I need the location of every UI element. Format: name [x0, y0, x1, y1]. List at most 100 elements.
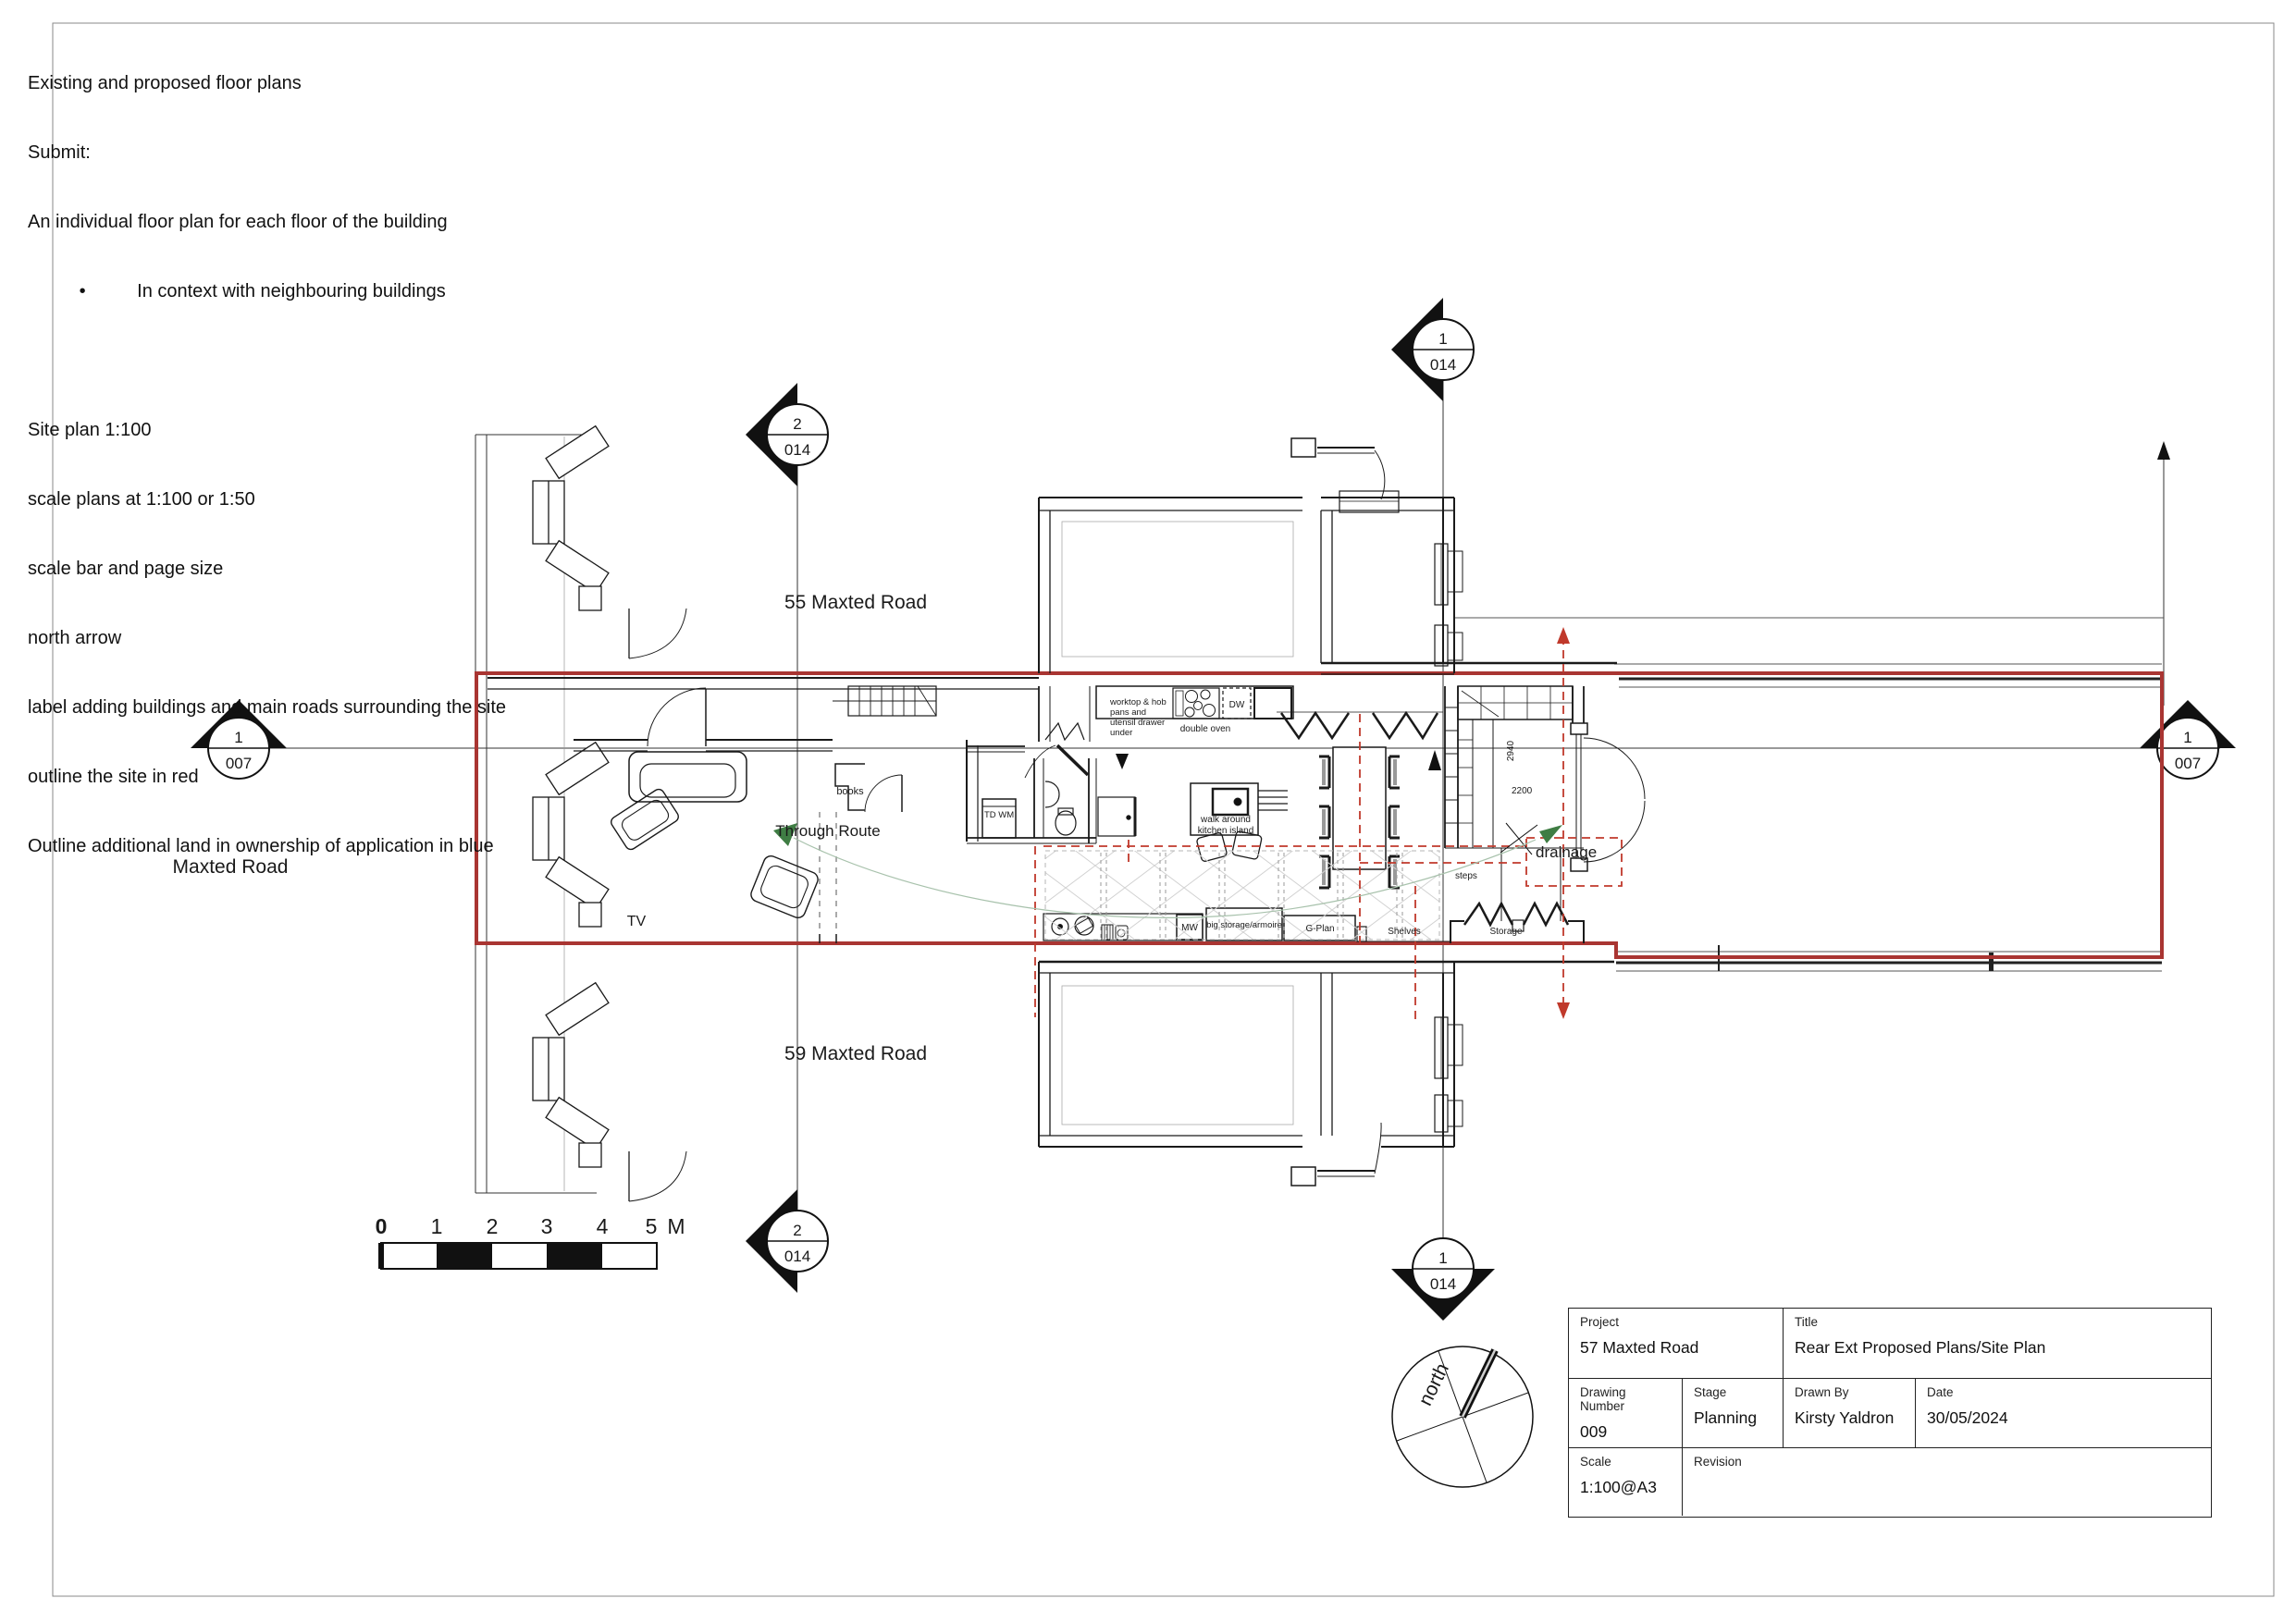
- worktop-label-2: pans and: [1110, 707, 1146, 718]
- title-block: Project 57 Maxted Road Title Rear Ext Pr…: [1568, 1308, 2212, 1518]
- marker-num: 1: [234, 729, 242, 746]
- north-boundary-arrow-icon: [2157, 441, 2170, 460]
- drawing-number-value: 009: [1580, 1422, 1608, 1441]
- scale-unit: M: [667, 1214, 685, 1238]
- drawn-by-label: Drawn By: [1795, 1385, 1849, 1399]
- wc-utility: [966, 740, 1137, 844]
- note-line: scale bar and page size: [28, 559, 224, 579]
- marker-num: 1: [2183, 729, 2191, 746]
- marker-num: 1: [1438, 1249, 1447, 1267]
- scale-tick-0: 0: [376, 1214, 388, 1238]
- kitchen-island: [1190, 782, 1288, 862]
- marker-sheet: 014: [784, 441, 810, 459]
- marker-sheet: 014: [1430, 356, 1456, 374]
- td-wm-label: TD WM: [984, 810, 1014, 820]
- title-block-drawing-number-cell: Drawing Number 009: [1569, 1379, 1683, 1447]
- title-value: Rear Ext Proposed Plans/Site Plan: [1795, 1338, 2046, 1357]
- scale-tick-1: 1: [431, 1214, 443, 1238]
- section-marker-bottom-1014: 1 014: [1391, 1237, 1495, 1321]
- scale-bar: 0 1 2 3 4 5 M: [376, 1214, 685, 1270]
- worktop-label-1: worktop & hob: [1109, 697, 1167, 707]
- house-59-label: 59 Maxted Road: [784, 1043, 927, 1064]
- scale-tick-5: 5: [646, 1214, 658, 1238]
- dw-label: DW: [1229, 700, 1245, 710]
- drainage-cross-mark: [1500, 822, 1538, 855]
- date-value: 30/05/2024: [1927, 1408, 2008, 1427]
- note-line: scale plans at 1:100 or 1:50: [28, 489, 255, 510]
- island-label-1: walk around: [1200, 815, 1251, 825]
- section-marker-bottom-2014: 2 014: [746, 1189, 829, 1293]
- scale-tick-4: 4: [597, 1214, 609, 1238]
- big-storage-label: big storage/armoire: [1206, 920, 1282, 930]
- shelves-label: Shelves: [1388, 927, 1421, 937]
- tv-label: TV: [627, 914, 647, 929]
- books-label: books: [836, 786, 864, 797]
- section-marker-top-1014: 1 014: [1391, 298, 1475, 401]
- drainage-arrow-up-icon: [1557, 627, 1570, 644]
- marker-num: 2: [793, 1222, 801, 1239]
- building-59: [1038, 960, 1614, 1187]
- drawing-number-label: Drawing Number: [1580, 1385, 1626, 1413]
- drawn-by-value: Kirsty Yaldron: [1795, 1408, 1895, 1427]
- title-block-drawn-by-cell: Drawn By Kirsty Yaldron: [1784, 1379, 1916, 1447]
- scale-tick-2: 2: [487, 1214, 499, 1238]
- title-block-scale-cell: Scale 1:100@A3: [1569, 1448, 1683, 1516]
- terrace-bay-windows: [532, 424, 687, 1202]
- section-marker-right-007: 1 007: [2140, 700, 2236, 780]
- note-line: An individual floor plan for each floor …: [28, 212, 448, 232]
- date-label: Date: [1927, 1385, 1954, 1399]
- rear-extension: [1444, 685, 1646, 921]
- north-label: north: [1414, 1360, 1453, 1409]
- marker-sheet: 014: [1430, 1275, 1456, 1293]
- title-block-title-cell: Title Rear Ext Proposed Plans/Site Plan: [1784, 1309, 2211, 1378]
- title-block-project-cell: Project 57 Maxted Road: [1569, 1309, 1784, 1378]
- double-oven-label: double oven: [1180, 724, 1231, 734]
- worktop-label-3: utensil drawer: [1110, 718, 1165, 728]
- title-block-revision-cell: Revision: [1683, 1448, 2211, 1516]
- scale-label: Scale: [1580, 1455, 1611, 1469]
- project-label: Project: [1580, 1315, 1620, 1329]
- mw-label: MW: [1181, 923, 1198, 933]
- road-label: Maxted Road: [173, 856, 289, 878]
- through-route-label: Through Route: [775, 822, 880, 840]
- worktop-label-4: under: [1110, 728, 1132, 738]
- steps-label: steps: [1455, 871, 1477, 881]
- note-line: [28, 350, 506, 373]
- project-value: 57 Maxted Road: [1580, 1338, 1699, 1357]
- marker-sheet: 007: [226, 755, 252, 772]
- note-line: north arrow: [28, 628, 122, 648]
- roof-glazing-hatch: [1044, 850, 1440, 941]
- through-route: [773, 823, 1562, 918]
- route-arrow-icon: [773, 823, 797, 846]
- house-55-label: 55 Maxted Road: [784, 592, 927, 613]
- title-block-stage-cell: Stage Planning: [1683, 1379, 1784, 1447]
- scale-value: 1:100@A3: [1580, 1478, 1657, 1496]
- title-block-date-cell: Date 30/05/2024: [1916, 1379, 2211, 1447]
- section-lines: [208, 381, 2220, 1238]
- door-direction-arrow-icon: [1116, 754, 1129, 769]
- drainage-label: drainage: [1536, 843, 1597, 861]
- marker-sheet: 007: [2175, 755, 2201, 772]
- section-marker-left-007: 1 007: [191, 700, 287, 780]
- site-outline-red: [475, 671, 2164, 959]
- storage-label: Storage: [1489, 927, 1522, 937]
- g-plan-label: G-Plan: [1305, 924, 1334, 934]
- note-line: Site plan 1:100: [28, 420, 152, 440]
- door-direction-arrow-icon: [1428, 750, 1441, 770]
- note-line: Outline additional land in ownership of …: [28, 836, 494, 856]
- living-room-furniture: [611, 751, 819, 919]
- note-line: label adding buildings and main roads su…: [28, 697, 507, 718]
- dim-2940-label: 2940: [1506, 740, 1516, 761]
- page-border: [52, 22, 2275, 1597]
- note-line: Existing and proposed floor plans: [28, 73, 302, 93]
- note-line: • In context with neighbouring buildings: [28, 281, 446, 301]
- dim-2200-label: 2200: [1512, 786, 1533, 796]
- note-line: Submit:: [28, 142, 91, 163]
- section-marker-top-2014: 2 014: [746, 383, 829, 486]
- stage-label: Stage: [1694, 1385, 1727, 1399]
- note-line: outline the site in red: [28, 767, 199, 787]
- scale-tick-3: 3: [541, 1214, 553, 1238]
- title-label: Title: [1795, 1315, 1819, 1329]
